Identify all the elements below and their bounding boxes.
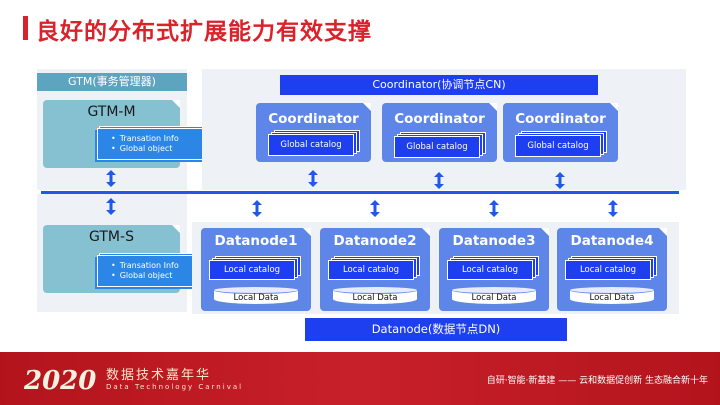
global-catalog-label: Global catalog <box>515 135 601 157</box>
page-title: 良好的分布式扩展能力有效支撑 <box>36 19 372 45</box>
coordinator-name: Coordinator <box>515 111 606 127</box>
local-catalog: Local catalog <box>209 256 304 280</box>
gtm-standby-name: GTM-S <box>89 229 134 245</box>
double-arrow-icon <box>555 172 565 189</box>
network-bus-line <box>41 191 679 194</box>
datanode-node[interactable]: Datanode1 Local catalog Local Data <box>201 228 311 311</box>
title-accent-bar <box>23 16 28 40</box>
datanode-name: Datanode2 <box>333 233 417 249</box>
event-slogan: 自研·智能·新基建 —— 云和数据促创新 生态融合新十年 <box>486 376 708 386</box>
global-catalog: Global catalog <box>268 130 363 156</box>
coordinator-header: Coordinator(协调节点CN) <box>280 75 598 95</box>
local-catalog: Local catalog <box>565 256 660 280</box>
local-data-store: Local Data <box>213 286 299 306</box>
gtm-master-info-item: Transation Info <box>111 134 211 144</box>
datanode-name: Datanode3 <box>452 233 536 249</box>
card-corner-fold <box>610 103 618 111</box>
gtm-master-info-item: Global object <box>111 144 211 154</box>
card-corner-fold <box>172 225 180 233</box>
double-arrow-icon <box>106 198 116 215</box>
datanode-name: Datanode1 <box>214 233 298 249</box>
local-data-store: Local Data <box>332 286 418 306</box>
local-data-store: Local Data <box>569 286 655 306</box>
coordinator-node[interactable]: Coordinator Global catalog <box>382 103 497 162</box>
global-catalog-label: Global catalog <box>394 136 480 158</box>
event-year-logo: 2020 <box>24 366 97 396</box>
event-name-cn: 数据技术嘉年华 <box>106 368 212 383</box>
local-catalog-label: Local catalog <box>209 260 295 280</box>
datanode-node[interactable]: Datanode4 Local catalog Local Data <box>557 228 667 311</box>
card-corner-fold <box>363 103 371 111</box>
gtm-master-name: GTM-M <box>87 104 136 120</box>
gtm-standby-info-item: Transation Info <box>111 261 211 271</box>
gtm-master-node[interactable]: GTM-M Transation Info Global object <box>43 100 215 168</box>
local-data-label: Local Data <box>471 293 517 303</box>
double-arrow-icon <box>252 200 262 217</box>
double-arrow-icon <box>106 170 116 187</box>
coordinator-name: Coordinator <box>394 111 485 127</box>
double-arrow-icon <box>489 200 499 217</box>
datanode-node[interactable]: Datanode2 Local catalog Local Data <box>320 228 430 311</box>
card-corner-fold <box>659 228 667 236</box>
event-footer-banner: 2020 数据技术嘉年华 Data Technology Carnival 自研… <box>0 352 720 405</box>
local-data-label: Local Data <box>352 293 398 303</box>
local-data-label: Local Data <box>589 293 635 303</box>
double-arrow-icon <box>434 172 444 189</box>
global-catalog-label: Global catalog <box>268 134 354 156</box>
local-catalog: Local catalog <box>328 256 423 280</box>
local-data-store: Local Data <box>451 286 537 306</box>
double-arrow-icon <box>608 200 618 217</box>
datanode-name: Datanode4 <box>570 233 654 249</box>
gtm-standby-node[interactable]: GTM-S Transation Info Global object <box>43 225 215 293</box>
double-arrow-icon <box>370 200 380 217</box>
local-catalog-label: Local catalog <box>328 260 414 280</box>
gtm-master-info: Transation Info Global object <box>95 126 215 162</box>
gtm-header: GTM(事务管理器) <box>37 73 187 91</box>
card-corner-fold <box>541 228 549 236</box>
card-corner-fold <box>303 228 311 236</box>
double-arrow-icon <box>308 170 318 187</box>
coordinator-node[interactable]: Coordinator Global catalog <box>256 103 371 162</box>
coordinator-name: Coordinator <box>268 111 359 127</box>
global-catalog: Global catalog <box>394 132 489 158</box>
local-catalog: Local catalog <box>447 256 542 280</box>
gtm-standby-info-item: Global object <box>111 271 211 281</box>
global-catalog: Global catalog <box>515 131 610 157</box>
datanode-node[interactable]: Datanode3 Local catalog Local Data <box>439 228 549 311</box>
local-data-label: Local Data <box>233 293 279 303</box>
local-catalog-label: Local catalog <box>447 260 533 280</box>
card-corner-fold <box>489 103 497 111</box>
datanode-footer-label: Datanode(数据节点DN) <box>305 318 567 341</box>
coordinator-node[interactable]: Coordinator Global catalog <box>503 103 618 162</box>
card-corner-fold <box>422 228 430 236</box>
local-catalog-label: Local catalog <box>565 260 651 280</box>
event-name-en: Data Technology Carnival <box>106 383 244 391</box>
card-corner-fold <box>172 100 180 108</box>
